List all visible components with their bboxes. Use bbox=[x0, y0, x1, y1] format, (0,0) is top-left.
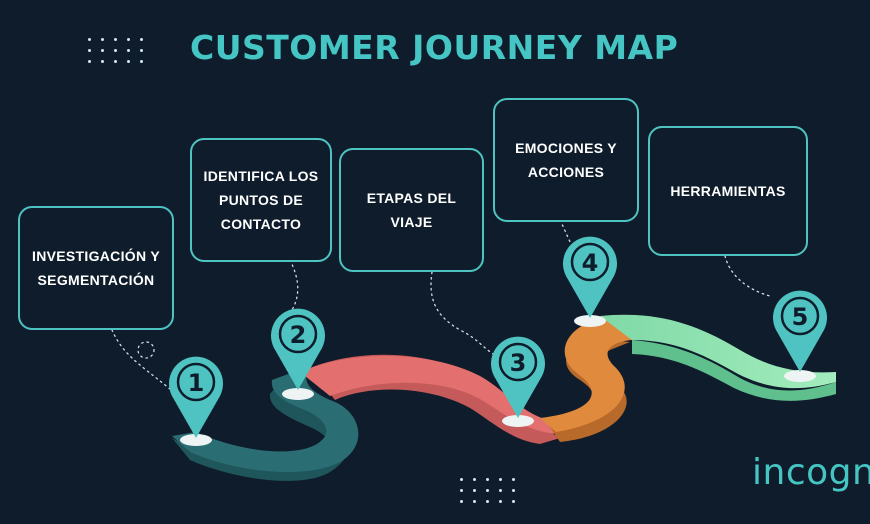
road-segment-1 bbox=[172, 388, 351, 481]
step-label-3: ETAPAS DEL VIAJE bbox=[366, 190, 457, 230]
road-segment-4 bbox=[632, 340, 836, 401]
step-card-5: HERRAMIENTAS bbox=[648, 126, 808, 256]
connector-5 bbox=[724, 255, 771, 297]
pin-base-1 bbox=[180, 434, 212, 446]
dot-grid-bottom bbox=[460, 478, 516, 503]
pin-marker-3 bbox=[490, 336, 545, 418]
connector-1-ring bbox=[137, 341, 155, 359]
pin-number-2: 2 bbox=[290, 321, 307, 349]
step-label-4: EMOCIONES Y ACCIONES bbox=[515, 140, 617, 180]
step-card-2: IDENTIFICA LOS PUNTOS DE CONTACTO bbox=[190, 138, 332, 262]
pin-base-4 bbox=[574, 315, 606, 327]
pin-number-4: 4 bbox=[582, 249, 599, 277]
pin-number-5: 5 bbox=[792, 303, 809, 331]
connector-3 bbox=[430, 271, 501, 359]
step-card-4: EMOCIONES Y ACCIONES bbox=[493, 98, 639, 222]
connector-2 bbox=[289, 259, 299, 311]
pin-number-1: 1 bbox=[188, 369, 205, 397]
brand-logo: incogn bbox=[752, 452, 870, 493]
pin-number-3: 3 bbox=[510, 349, 527, 377]
pin-base-3 bbox=[502, 415, 534, 427]
connector-1 bbox=[111, 329, 181, 399]
dot-grid-top-left bbox=[88, 38, 144, 63]
pin-base-2 bbox=[282, 388, 314, 400]
pin-marker-5 bbox=[773, 290, 827, 372]
pin-marker-4 bbox=[563, 236, 617, 318]
step-label-5: HERRAMIENTAS bbox=[670, 183, 786, 199]
pin-marker-1 bbox=[169, 356, 223, 438]
page-title: CUSTOMER JOURNEY MAP bbox=[190, 28, 679, 67]
step-card-3: ETAPAS DEL VIAJE bbox=[339, 148, 484, 272]
pin-marker-2 bbox=[271, 308, 325, 390]
step-label-2: IDENTIFICA LOS PUNTOS DE CONTACTO bbox=[203, 168, 319, 232]
pin-base-5 bbox=[784, 370, 816, 382]
step-card-1: INVESTIGACIÓN Y SEGMENTACIÓN bbox=[18, 206, 174, 330]
step-label-1: INVESTIGACIÓN Y SEGMENTACIÓN bbox=[32, 248, 160, 288]
